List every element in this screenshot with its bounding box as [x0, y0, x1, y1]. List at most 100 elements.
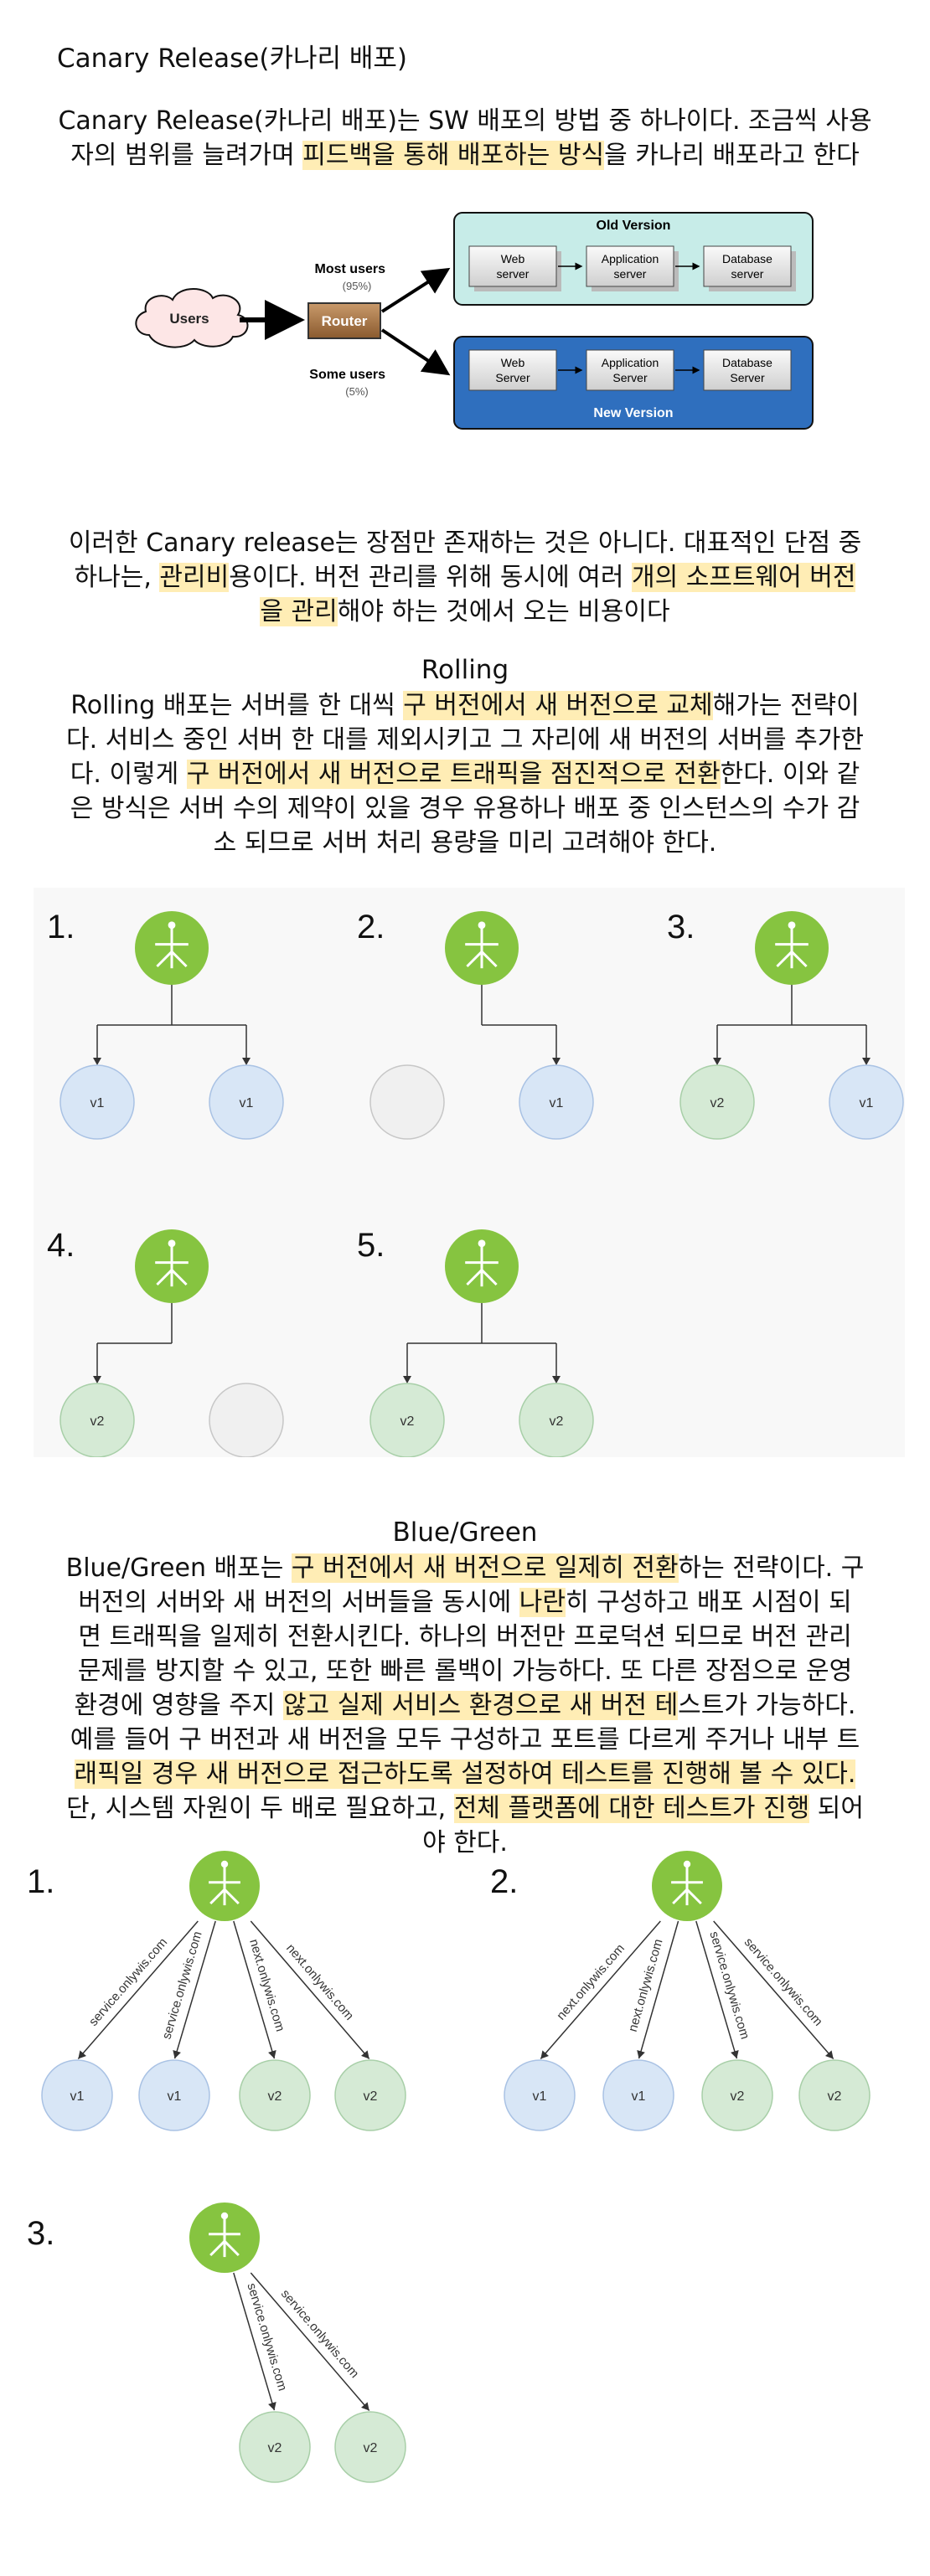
server-node-v2: [239, 2411, 311, 2483]
server-node-label: v1: [533, 2089, 547, 2104]
route-label: service.onlywis.com: [86, 1935, 170, 2029]
server-node-label: v2: [550, 1414, 564, 1429]
server-node-label: v1: [550, 1096, 564, 1110]
route-label: next.onlywis.com: [554, 1941, 628, 2022]
svg-text:Application: Application: [602, 252, 659, 265]
server-node-label: v2: [710, 1096, 725, 1110]
most-users-label: Most users: [315, 262, 386, 276]
server-node-v1: [209, 1064, 284, 1140]
server-node-label: v1: [168, 2089, 182, 2104]
server-node-label: v2: [90, 1414, 105, 1429]
server-node-label: v2: [400, 1414, 415, 1429]
server-node-v2: [798, 2059, 871, 2131]
server-node-empty: [209, 1383, 284, 1457]
rolling-step-2: 2. v1: [357, 909, 594, 1140]
svg-text:Server: Server: [495, 371, 530, 384]
server-node-v1: [138, 2059, 210, 2131]
canary-diagram: Users Router Most users (95%) Some users…: [135, 212, 814, 430]
svg-text:Web: Web: [501, 356, 525, 369]
step-number: 5.: [357, 1227, 385, 1264]
server-node-v2: [334, 2059, 406, 2131]
server-node-v2: [679, 1064, 755, 1140]
route-label: service.onlywis.com: [741, 1935, 825, 2029]
old-application-server-box: Application server: [586, 245, 679, 291]
server-node-v2: [59, 1383, 135, 1457]
svg-text:Database: Database: [722, 356, 772, 369]
page-title: Canary Release(카나리 배포): [57, 44, 407, 74]
most-users-percent: (95%): [343, 280, 372, 292]
svg-text:Web: Web: [501, 252, 525, 265]
svg-text:Server: Server: [612, 371, 648, 384]
rolling-figure: 1. v1 v1 2. v1 3. v2 v1 4. v2 5. v2 v2: [34, 888, 905, 1457]
bluegreen-text: Blue/Green 배포는 구 버전에서 새 버전으로 일제히 전환하는 전략…: [65, 1553, 865, 1857]
svg-text:server: server: [497, 267, 530, 281]
new-application-server-box: Application Server: [586, 349, 674, 391]
server-node-v1: [59, 1064, 135, 1140]
server-node-empty: [369, 1064, 445, 1140]
server-node-label: v2: [268, 2441, 282, 2455]
old-database-server-box: Database server: [703, 245, 796, 291]
server-node-label: v1: [240, 1096, 254, 1110]
step-number: 3.: [667, 909, 695, 945]
svg-text:Application: Application: [602, 356, 659, 369]
server-node-label: v1: [860, 1096, 874, 1110]
server-node-label: v1: [70, 2089, 85, 2104]
server-node-label: v1: [632, 2089, 646, 2104]
rolling-step-5: 5. v2 v2: [357, 1227, 594, 1457]
new-database-server-box: Database Server: [703, 349, 792, 391]
server-node-v2: [369, 1383, 445, 1457]
server-node-label: v1: [90, 1096, 105, 1110]
rolling-heading: Rolling: [421, 655, 509, 685]
users-cloud: Users: [135, 288, 249, 348]
server-node-v1: [41, 2059, 113, 2131]
bluegreen-step-3: 3.service.onlywis.comservice.onlywis.com…: [27, 2202, 406, 2483]
router-to-old-arrow: [380, 267, 451, 313]
svg-text:Database: Database: [722, 252, 772, 265]
server-node-label: v2: [268, 2089, 282, 2104]
bluegreen-figure: 1. service.onlywis.com service.onlywis.com…: [27, 1851, 871, 2483]
step-number: 2.: [490, 1863, 518, 1900]
bluegreen-heading: Blue/Green: [392, 1517, 538, 1548]
server-node-label: v2: [364, 2441, 378, 2455]
rolling-text: Rolling 배포는 서버를 한 대씩 구 버전에서 새 버전으로 교체해가는…: [66, 691, 864, 858]
server-node-v1: [602, 2059, 674, 2131]
route-label: service.onlywis.com: [278, 2287, 362, 2381]
rolling-step-3: 3. v2 v1: [667, 909, 904, 1140]
rolling-step-1: 1. v1 v1: [47, 909, 284, 1140]
route-label: next.onlywis.com: [283, 1941, 356, 2023]
canary-downside: 이러한 Canary release는 장점만 존재하는 것은 아니다. 대표적…: [68, 528, 862, 626]
router-label: Router: [322, 313, 368, 329]
server-node-label: v2: [364, 2089, 378, 2104]
some-users-label: Some users: [309, 368, 385, 382]
highlight: 피드백을 통해 배포하는 방식: [302, 141, 605, 170]
canary-intro-line2: 자의 범위를 늘려가며 피드백을 통해 배포하는 방식을 카나리 배포라고 한다: [70, 141, 860, 170]
step-number: 3.: [27, 2215, 54, 2252]
canary-intro-line1: Canary Release(카나리 배포)는 SW 배포의 방법 중 하나이다…: [58, 106, 872, 136]
server-node-v2: [701, 2059, 773, 2131]
new-web-server-box: Web Server: [468, 349, 557, 391]
server-node-label: v2: [731, 2089, 745, 2104]
server-node-v1: [504, 2059, 576, 2131]
old-web-server-box: Web server: [468, 245, 561, 291]
server-node-v2: [239, 2059, 311, 2131]
svg-text:Server: Server: [730, 371, 765, 384]
svg-text:server: server: [731, 267, 764, 281]
old-version-label: Old Version: [597, 219, 671, 233]
users-label: Users: [169, 311, 209, 327]
bluegreen-step-1: 1.service.onlywis.comservice.onlywis.com…: [27, 1851, 406, 2131]
server-node-v1: [519, 1064, 594, 1140]
canary-intro: Canary Release(카나리 배포)는 SW 배포의 방법 중 하나이다…: [17, 104, 913, 173]
step-number: 1.: [47, 909, 75, 945]
svg-text:server: server: [614, 267, 647, 281]
server-node-v2: [334, 2411, 406, 2483]
new-version-label: New Version: [593, 406, 673, 420]
step-number: 2.: [357, 909, 385, 945]
some-users-percent: (5%): [345, 385, 368, 398]
step-number: 1.: [27, 1863, 54, 1900]
server-node-label: v2: [828, 2089, 842, 2104]
step-number: 4.: [47, 1227, 75, 1264]
server-node-v1: [829, 1064, 904, 1140]
rolling-step-4: 4. v2: [47, 1227, 284, 1457]
server-node-v2: [519, 1383, 594, 1457]
